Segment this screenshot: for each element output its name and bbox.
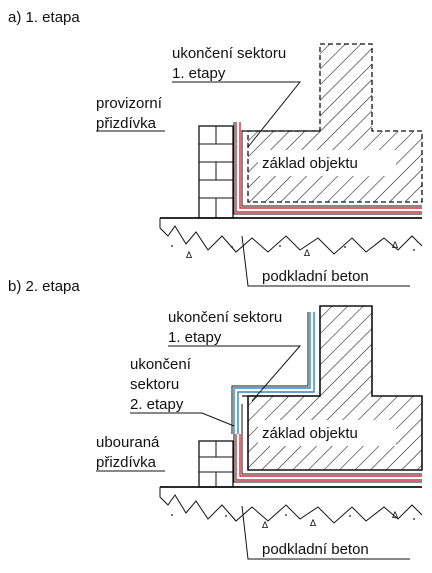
stage1-temp-wall-line2: přizdívka xyxy=(96,115,157,132)
stage2-foundation-label: základ objektu xyxy=(262,425,358,442)
stage1-sector-end-line1: ukončení sektoru xyxy=(172,45,286,62)
svg-text:∆: ∆ xyxy=(303,249,311,259)
stage2-subbase-label: podkladní beton xyxy=(262,541,369,558)
stage2-sector1-end-line2: 1. etapy xyxy=(168,329,222,346)
stage1-sector-end-line2: 1. etapy xyxy=(172,65,226,82)
stage2-sector1-end-line1: ukončení sektoru xyxy=(168,309,282,326)
stage2-section: b) 2. etapa základ objektu xyxy=(8,278,423,560)
stage2-removed-wall xyxy=(198,440,234,488)
stage2-membrane xyxy=(231,312,422,483)
stage1-subbase-label: podkladní beton xyxy=(262,268,369,285)
stage2-removed-wall-line2: přizdívka xyxy=(96,454,157,471)
svg-text:∆: ∆ xyxy=(185,251,193,261)
stage2-sector2-end-line3: 2. etapy xyxy=(130,396,184,413)
stage2-heading: b) 2. etapa xyxy=(8,278,80,295)
stage1-subbase-leader xyxy=(241,235,410,287)
svg-text:∆: ∆ xyxy=(309,519,317,529)
svg-text:∆: ∆ xyxy=(261,521,269,531)
stage1-membrane xyxy=(233,122,422,215)
stage2-sector2-end-line2: sektoru xyxy=(130,376,179,393)
stage1-temporary-wall xyxy=(198,125,234,219)
stage1-subbase: ∆ ∆ ∆ xyxy=(159,217,423,261)
stage2-sector2-end-leader xyxy=(130,412,235,427)
svg-text:∆: ∆ xyxy=(391,241,399,251)
svg-text:∆: ∆ xyxy=(391,511,399,521)
stage1-sector-end-leader xyxy=(172,81,302,148)
stage2-removed-wall-line1: ubouraná xyxy=(96,434,160,451)
stage2-subbase-leader xyxy=(241,505,410,560)
stage1-foundation-label: základ objektu xyxy=(262,155,358,172)
stage2-sector2-end-line1: ukončení xyxy=(130,356,192,373)
stage2-sector1-end-leader xyxy=(168,345,302,402)
stage1-section: a) 1. etapa základ objektu xyxy=(8,9,423,287)
stage1-temp-wall-line1: provizorní xyxy=(96,95,163,112)
stage1-heading: a) 1. etapa xyxy=(8,9,80,26)
stage1-foundation: základ objektu xyxy=(247,43,423,203)
stage2-subbase: ∆ ∆ ∆ xyxy=(159,486,423,531)
